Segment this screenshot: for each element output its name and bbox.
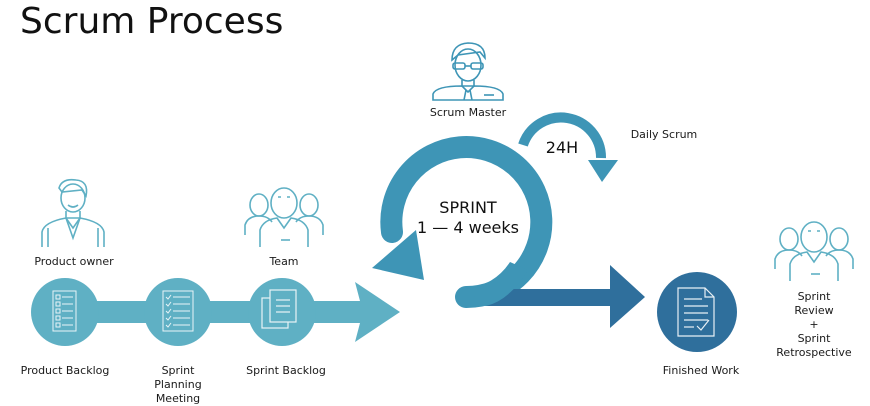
- sprint-planning-circle: [144, 278, 212, 346]
- sprint-planning-label-line: Meeting: [155, 392, 201, 405]
- sprint-backlog-label: Sprint Backlog: [246, 364, 326, 377]
- approved-document-icon: [677, 287, 715, 337]
- review-retro-label: Sprint Review + Sprint Retrospective: [764, 290, 864, 360]
- product-owner-person-icon: [41, 178, 105, 247]
- team-group-icon: [244, 187, 324, 247]
- checklist-icon: [52, 290, 77, 332]
- review-retro-label-line: +: [809, 318, 819, 331]
- daily-scrum-arrowhead: [588, 160, 618, 182]
- checked-list-icon: [162, 290, 194, 332]
- to-finished-arrowhead: [610, 265, 645, 328]
- daily-scrum-arc: [518, 112, 607, 159]
- scrum-master-person-icon: [432, 42, 504, 101]
- sprint-tail: [466, 262, 528, 306]
- page-title: Scrum Process: [20, 1, 284, 42]
- review-retro-label-line: Retrospective: [776, 346, 852, 359]
- review-retro-label-line: Sprint: [797, 290, 831, 303]
- sprint-label: SPRINT 1 — 4 weeks: [398, 198, 538, 238]
- review-retro-label-line: Review: [794, 304, 834, 317]
- daily-scrum-label: Daily Scrum: [630, 128, 698, 141]
- finished-work-label: Finished Work: [662, 364, 740, 377]
- product-backlog-label: Product Backlog: [20, 364, 110, 377]
- review-team-group-icon: [774, 221, 854, 281]
- product-owner-label: Product owner: [34, 255, 114, 268]
- sprint-cycle-arrowhead: [372, 230, 424, 280]
- finished-work-circle: [657, 272, 737, 352]
- sprint-duration: 1 — 4 weeks: [417, 218, 519, 237]
- sprint-planning-label-line: Sprint: [161, 364, 195, 377]
- product-backlog-circle: [31, 278, 99, 346]
- review-retro-label-line: Sprint: [797, 332, 831, 345]
- daily-cycle-label: 24H: [545, 138, 579, 157]
- team-label: Team: [269, 255, 299, 268]
- to-sprint-arrow: [355, 282, 400, 342]
- sprint-tail-cap: [457, 289, 475, 306]
- documents-icon: [261, 289, 297, 329]
- sprint-title: SPRINT: [439, 198, 497, 217]
- scrum-master-label: Scrum Master: [429, 106, 507, 119]
- sprint-planning-label-line: Planning: [154, 378, 202, 391]
